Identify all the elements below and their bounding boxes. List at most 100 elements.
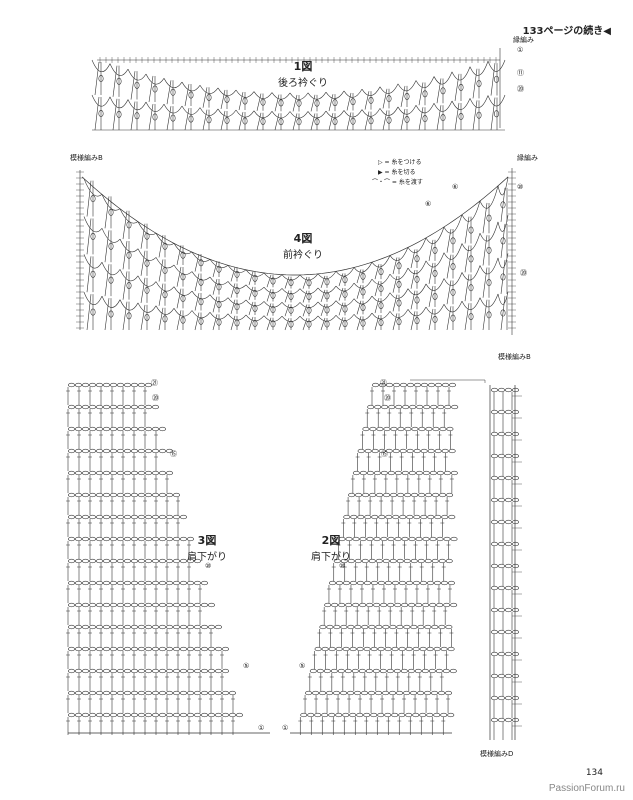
fig2-chain xyxy=(378,514,386,520)
fig4-dc xyxy=(302,304,308,317)
fig3-chain xyxy=(110,668,118,674)
fig3-chain xyxy=(152,426,160,432)
fig3-chain xyxy=(89,602,97,608)
fig3-chain xyxy=(124,690,132,696)
fig2-chain xyxy=(371,448,379,454)
fig3-chain xyxy=(173,668,181,674)
fig1-dc xyxy=(130,71,136,100)
fig2-row-15: ⑮ xyxy=(381,450,388,458)
fig4-dc xyxy=(158,259,164,282)
fig1-dc xyxy=(382,88,388,109)
fig2-chain xyxy=(384,580,392,586)
fig3-chain xyxy=(173,690,181,696)
fig1-dc xyxy=(310,94,316,112)
fig2-chain xyxy=(420,448,428,454)
fig1-dc xyxy=(328,113,334,131)
fig3-chain xyxy=(201,602,209,608)
pattern-d-chain xyxy=(497,409,505,415)
fig2-chain xyxy=(431,558,439,564)
fig4-dc xyxy=(86,180,92,217)
fig2-chain xyxy=(424,624,432,630)
fig2-chain xyxy=(437,404,445,410)
fig2-row-20: ⑳ xyxy=(384,394,391,402)
fig3-chain xyxy=(124,668,132,674)
fig2-chain xyxy=(383,492,391,498)
fig2-chain xyxy=(345,536,353,542)
fig3-chain xyxy=(145,426,153,432)
fig2-chain xyxy=(403,558,411,564)
fig2-chain xyxy=(410,558,418,564)
fig4-dc xyxy=(158,235,164,258)
fig3-chain xyxy=(117,470,125,476)
fig2-chain xyxy=(431,690,439,696)
fig2-chain xyxy=(323,668,331,674)
fig3-chain xyxy=(152,690,160,696)
fig1-row-11: ⑪ xyxy=(517,69,524,77)
legend-attach-text: 糸をつける xyxy=(391,159,422,166)
fig3-chain xyxy=(68,646,76,652)
fig3-chain xyxy=(89,580,97,586)
fig2-chain xyxy=(450,470,458,476)
fig3-chain xyxy=(96,492,104,498)
fig3-chain xyxy=(180,712,188,718)
fig2-chain xyxy=(401,470,409,476)
fig2-chain xyxy=(380,470,388,476)
fig2-chain xyxy=(385,514,393,520)
fig2-chain xyxy=(384,646,392,652)
pattern-d-chain xyxy=(497,673,505,679)
fig2-chain xyxy=(411,426,419,432)
fig2-chain xyxy=(417,690,425,696)
fig4-dc xyxy=(230,267,236,282)
fig3-chain xyxy=(124,580,132,586)
pattern-d-chain xyxy=(504,651,512,657)
fig2-chain xyxy=(342,712,350,718)
fig3-chain xyxy=(138,492,146,498)
fig4-dc xyxy=(428,285,434,308)
fig3-chain xyxy=(110,492,118,498)
fig2-chain xyxy=(383,426,391,432)
legend-pass-text: 糸を渡す xyxy=(398,179,423,186)
fig3-chain xyxy=(145,382,153,388)
fig2-chain xyxy=(362,492,370,498)
fig4-dc xyxy=(194,273,200,292)
fig1-dc xyxy=(364,91,370,110)
pattern-d-chain xyxy=(504,497,512,503)
fig4-dc xyxy=(122,241,128,270)
fig1-chain-arc xyxy=(487,59,506,72)
fig3-chain xyxy=(103,492,111,498)
fig2-chain xyxy=(392,514,400,520)
fig1-edge-label: 縁編み xyxy=(513,36,534,44)
fig2-chain xyxy=(425,426,433,432)
fig3-chain xyxy=(159,558,167,564)
fig2-chain xyxy=(408,536,416,542)
fig3-chain xyxy=(124,712,132,718)
fig2-chain xyxy=(368,690,376,696)
fig3-number: 3図 xyxy=(197,534,217,547)
fig2-chain xyxy=(436,536,444,542)
fig3-chain xyxy=(75,712,83,718)
fig2-row-5: ⑤ xyxy=(299,662,306,670)
fig3-chain xyxy=(166,514,174,520)
fig2-chain xyxy=(441,382,449,388)
fig2-chain xyxy=(370,646,378,652)
fig3-chain xyxy=(96,646,104,652)
pattern-d-chain xyxy=(490,387,498,393)
fig2-chain xyxy=(433,646,441,652)
pattern-d-chain xyxy=(504,673,512,679)
fig3-chain xyxy=(208,690,216,696)
fig3-chain xyxy=(103,558,111,564)
fig3-chain xyxy=(194,690,202,696)
fig2-chain xyxy=(351,668,359,674)
fig3-chain xyxy=(187,646,195,652)
fig2-chain xyxy=(326,624,334,630)
fig3-chain xyxy=(117,624,125,630)
fig3-chain xyxy=(138,624,146,630)
fig3-chain xyxy=(131,536,139,542)
fig3-chain xyxy=(180,558,188,564)
fig2-chain xyxy=(418,492,426,498)
fig3-chain xyxy=(103,668,111,674)
fig2-chain xyxy=(358,668,366,674)
fig1-dc xyxy=(418,82,424,106)
fig4-mid-row-b: ⑥ xyxy=(425,200,432,208)
fig3-chain xyxy=(117,382,125,388)
